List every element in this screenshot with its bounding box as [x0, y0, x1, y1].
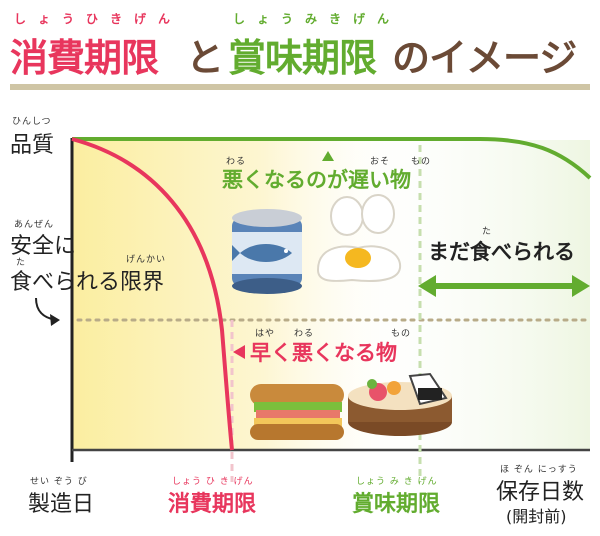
- x-axis-ruby: ほ ぞん にっすう: [500, 465, 578, 475]
- origin-ruby: せい ぞう び: [30, 477, 88, 487]
- slow-spoil-curve: [72, 137, 592, 180]
- title-ruby-consume: しょうひきげん: [14, 12, 183, 26]
- consume-by-ruby: しょう ひ き げん: [172, 477, 254, 487]
- fast-spoil-curve: [71, 137, 234, 451]
- slow-spoil-label: 悪くなるのが遅い物: [222, 168, 411, 192]
- fast-ruby-mono: もの: [391, 329, 412, 339]
- still-edible-label: まだ食べられる: [428, 240, 575, 264]
- safe-limit-ruby-genkai: げんかい: [126, 255, 167, 265]
- title-ruby-best: しょうみきげん: [233, 12, 402, 26]
- slow-ruby-waru: わる: [226, 157, 247, 167]
- title-suffix: のイメージ: [392, 36, 577, 80]
- fast-arrow-icon: [233, 345, 245, 359]
- title-consume-by: 消費期限: [10, 36, 159, 80]
- fast-ruby-haya: はや: [255, 329, 276, 339]
- fast-spoil-label: 早く悪くなる物: [250, 341, 397, 365]
- x-axis-sublabel: (開封前): [506, 507, 567, 526]
- y-axis-ruby: ひんしつ: [12, 117, 52, 127]
- safe-limit-line2: 食べられる限界: [10, 270, 165, 295]
- x-axis-label: 保存日数: [496, 480, 585, 505]
- still-edible-ruby: た: [482, 227, 493, 237]
- title-connector: と: [186, 36, 224, 80]
- safe-limit-ruby-ta: た: [16, 258, 27, 268]
- fast-ruby-waru: わる: [294, 329, 315, 339]
- consume-by-label: 消費期限: [168, 492, 257, 517]
- eggs-icon: [316, 194, 402, 282]
- slow-ruby-mono: もの: [411, 157, 432, 167]
- slow-arrow-icon: [322, 151, 334, 161]
- title-best-before: 賞味期限: [228, 36, 377, 80]
- best-before-ruby: しょう み き げん: [356, 477, 438, 487]
- still-edible-arrow-icon: [418, 275, 590, 297]
- safe-limit-line1: 安全に: [10, 234, 77, 259]
- sandwich-icon: [250, 384, 344, 440]
- title-underline: [10, 84, 590, 90]
- best-before-label: 賞味期限: [352, 492, 441, 517]
- origin-label: 製造日: [28, 492, 95, 517]
- canned-fish-icon: [232, 209, 302, 294]
- bento-icon: [348, 372, 452, 436]
- slow-ruby-oso: おそ: [370, 157, 391, 167]
- y-axis-label: 品質: [10, 133, 55, 158]
- safe-limit-ruby-1: あんぜん: [14, 220, 55, 230]
